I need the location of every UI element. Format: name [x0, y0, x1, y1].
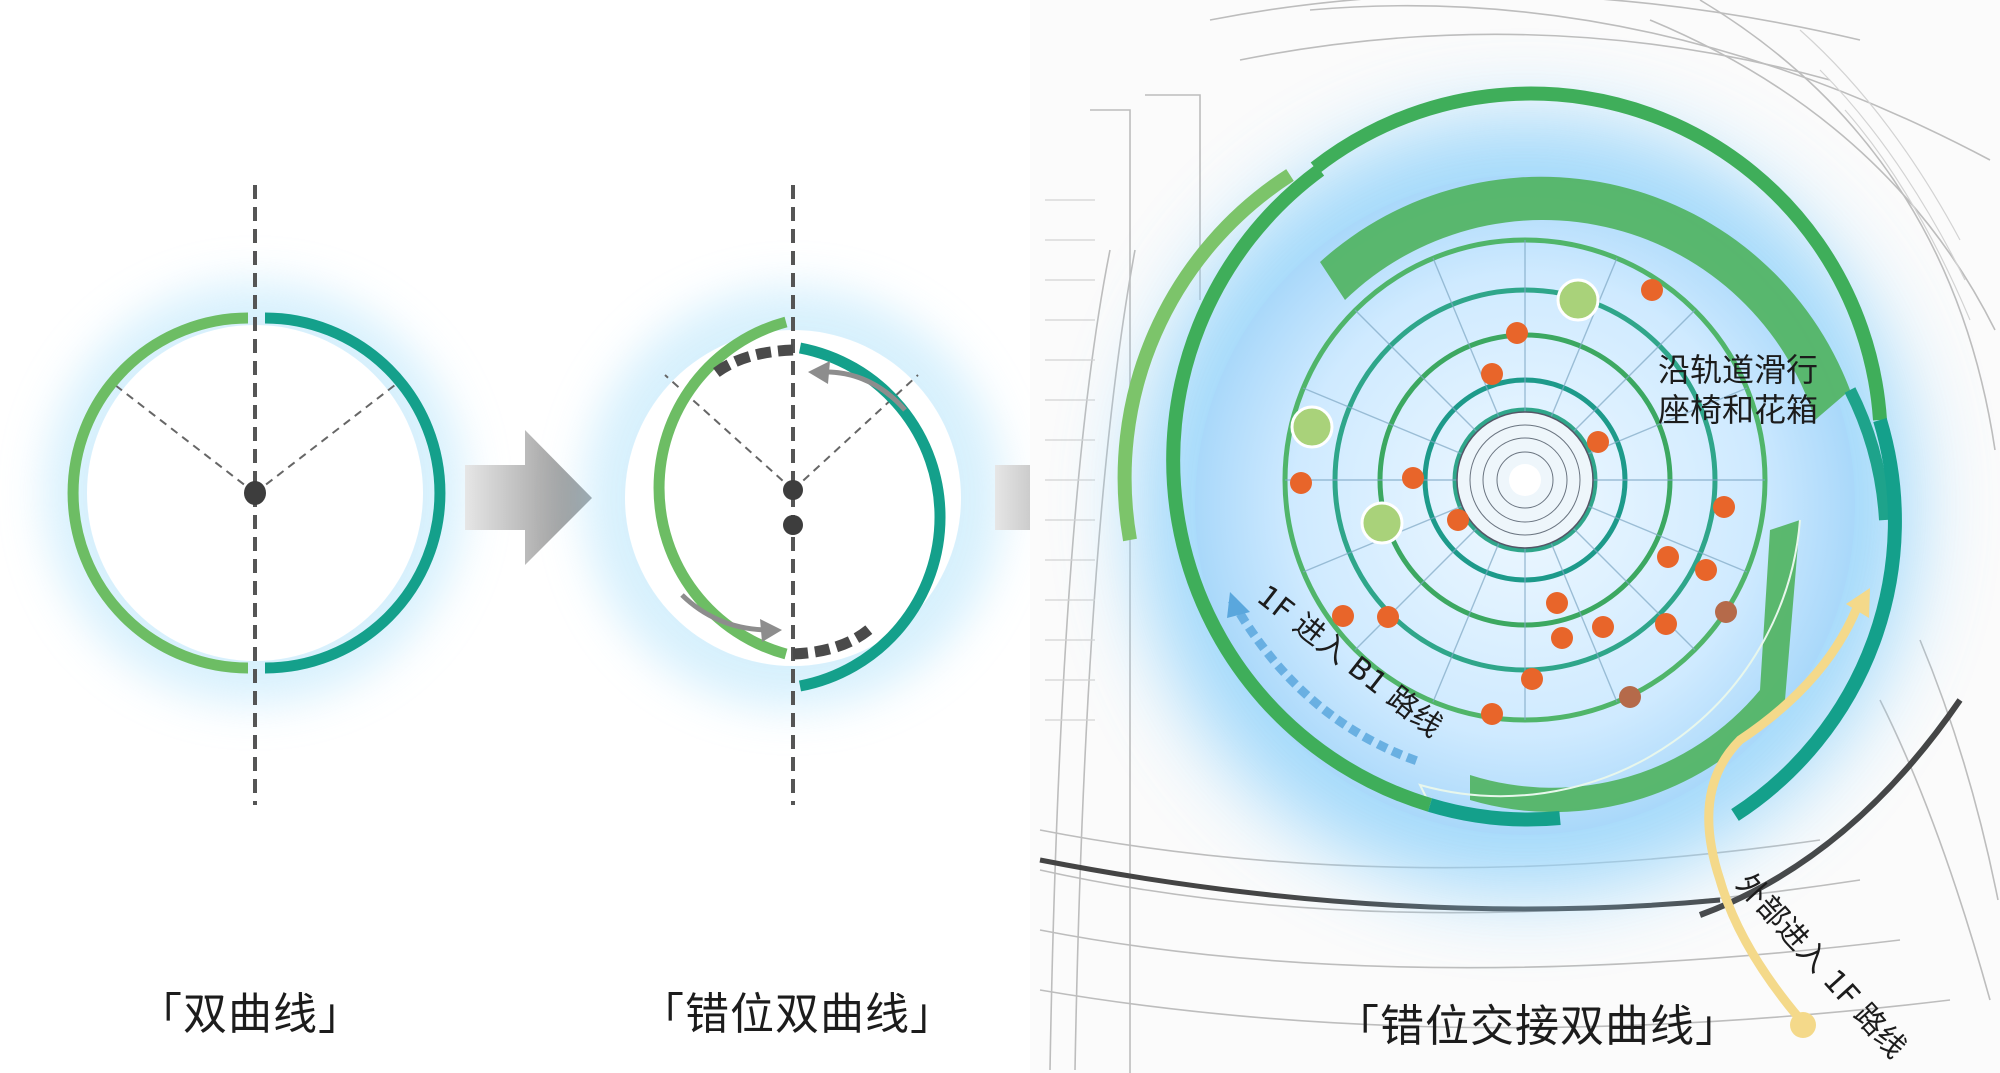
- left-arc: [67, 312, 249, 674]
- planter-markers: [1290, 279, 1735, 725]
- seat-markers: [1290, 278, 1600, 545]
- sliding-seats-line2: 座椅和花箱: [1658, 391, 1819, 429]
- site-plan: [1030, 0, 2000, 1073]
- route-1f-path: [1704, 598, 1865, 1028]
- route-1f-start: [1790, 1012, 1816, 1038]
- offset-hyperbola-diagram: [583, 185, 1003, 805]
- displaced-segment-top: [708, 344, 794, 381]
- displaced-segment-bottom: [792, 621, 877, 660]
- hyperbola-diagram: [45, 185, 465, 805]
- caption-offset-hyperbola: 「错位双曲线」: [640, 989, 955, 1040]
- center-point: [244, 481, 266, 505]
- sliding-seats-label: 沿轨道滑行 座椅和花箱: [1658, 350, 1818, 430]
- sliding-seats-line1: 沿轨道滑行: [1658, 351, 1819, 389]
- step-arrow-1: [465, 430, 592, 565]
- outer-arc-top: [1310, 86, 1887, 421]
- outer-arc-right: [1731, 417, 1902, 821]
- right-arc: [798, 342, 946, 692]
- caption-hyperbola: 「双曲线」: [138, 989, 363, 1040]
- caption-offset-junction-hyperbola: 「错位交接双曲线」: [1335, 1001, 1740, 1052]
- right-arc: [264, 312, 446, 674]
- outer-arc-left: [1166, 164, 1433, 812]
- route-b1-path: [1228, 597, 1422, 767]
